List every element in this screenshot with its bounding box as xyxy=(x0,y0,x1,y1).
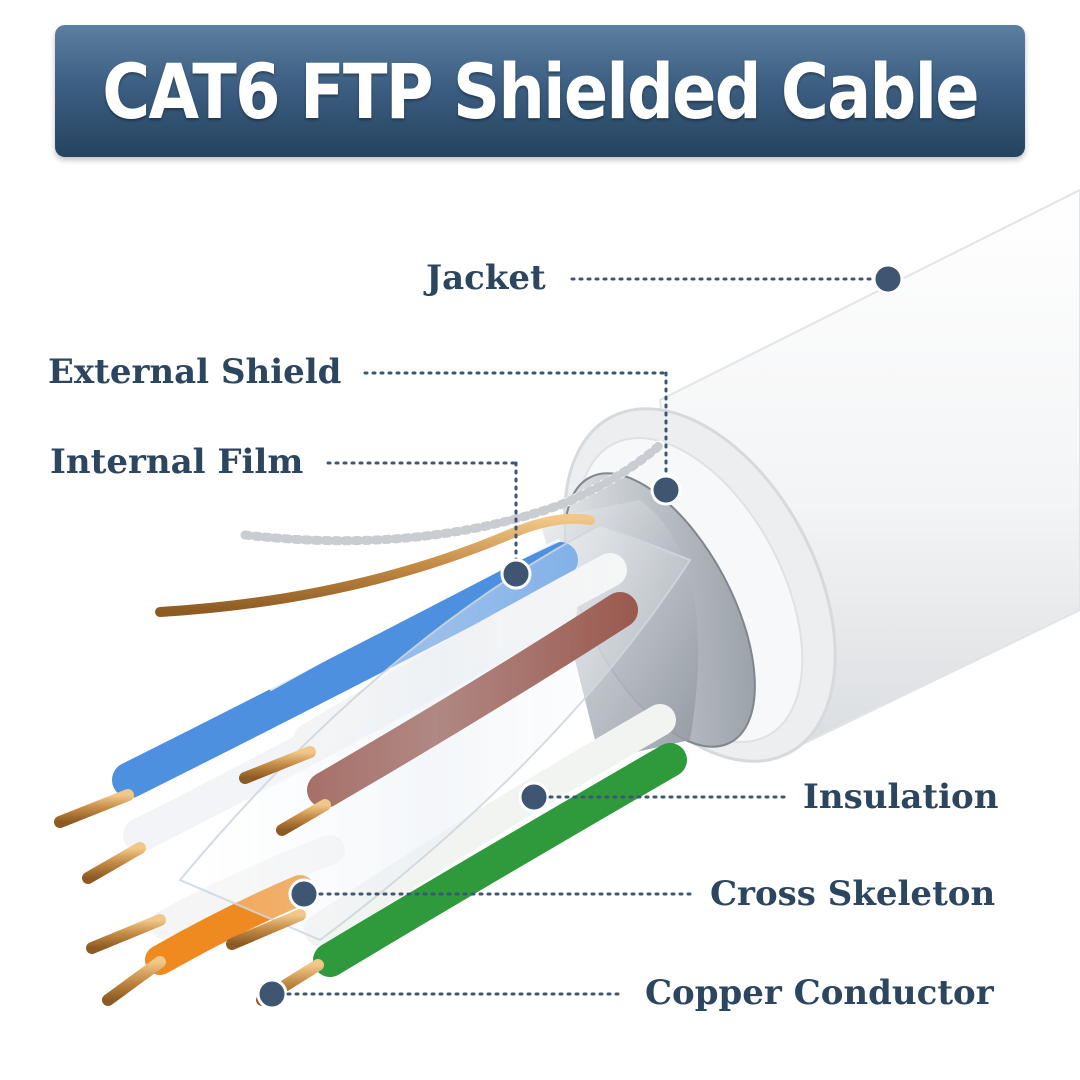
drain-wire-copper xyxy=(155,513,595,617)
label-internal-film: Internal Film xyxy=(50,442,304,482)
callout-internal-film xyxy=(326,461,532,590)
callout-copper-conductor xyxy=(256,978,622,1010)
label-insulation: Insulation xyxy=(803,777,999,817)
label-cross-skeleton: Cross Skeleton xyxy=(710,874,996,914)
callout-external-shield xyxy=(363,371,682,506)
title-banner: CAT6 FTP Shielded Cable xyxy=(55,25,1025,157)
callout-insulation xyxy=(518,781,792,813)
internal-film xyxy=(178,523,692,942)
callout-cross-skeleton xyxy=(288,878,692,910)
label-jacket: Jacket xyxy=(426,258,546,298)
page-title: CAT6 FTP Shielded Cable xyxy=(102,46,979,136)
label-external-shield: External Shield xyxy=(48,352,342,392)
callout-jacket xyxy=(570,263,904,295)
drain-wire-white xyxy=(240,440,665,546)
copper-conductor-tips xyxy=(54,746,331,1006)
label-copper-conductor: Copper Conductor xyxy=(645,973,994,1013)
